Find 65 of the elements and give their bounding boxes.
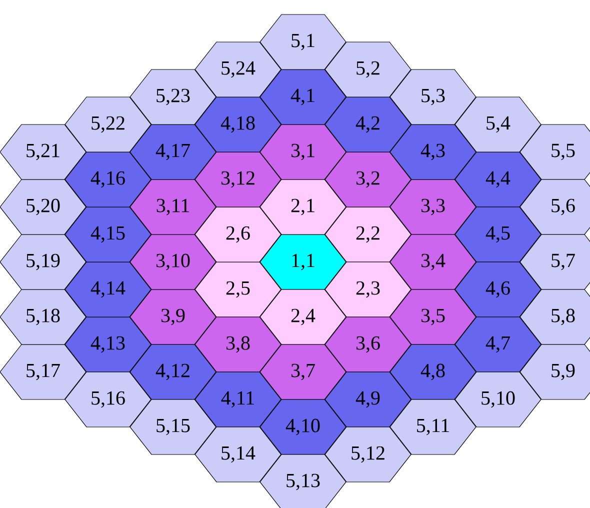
hexagon-cell: 4,10: [260, 399, 346, 455]
hexagon-cell: 3,12: [194, 152, 282, 208]
hexagon-cell: 5,22: [64, 96, 152, 152]
hexagon-cell: 4,2: [324, 96, 412, 152]
hexagon-cell: 5,12: [324, 426, 412, 482]
hexagon-cell: 4,15: [64, 206, 152, 262]
hexagon-cell: 5,23: [130, 69, 216, 125]
hexagon-cell: 5,7: [520, 234, 590, 290]
hexagon-cell: 4,6: [454, 262, 542, 318]
hexagon-cell: 4,4: [454, 152, 542, 208]
hexagon-cell: 5,20: [0, 179, 86, 235]
hexagon-cell: 5,13: [260, 454, 346, 508]
hexagon-cell: 4,17: [130, 124, 216, 180]
node-label: 5,5: [552, 144, 575, 160]
node-label: 5,8: [552, 308, 575, 326]
hexagon-cell: 4,5: [454, 206, 542, 262]
hexagon-cell: 3,5: [390, 289, 476, 345]
hexagon-cell: 3,10: [130, 234, 216, 290]
hexagon-cell: 4,7: [454, 316, 542, 372]
hexagon-cell: 4,9: [324, 372, 412, 428]
hexagon-cell: 5,6: [520, 179, 590, 235]
hexagon-cell: 4,1: [260, 69, 346, 125]
hexagon-cell: 2,6: [194, 206, 282, 262]
hexagon-cell: 5,3: [390, 69, 476, 125]
hexagon-cell: 4,12: [130, 344, 216, 400]
hexagon-cell: 2,5: [194, 262, 282, 318]
hexagon-cell: 4,3: [390, 124, 476, 180]
hexagon-cell: 5,11: [390, 399, 476, 455]
hexagon-cell: 5,15: [130, 399, 216, 455]
hexagon-cell: 5,2: [324, 42, 412, 98]
hexagon-cell: 3,9: [130, 289, 216, 345]
hexagon-cell: 2,1: [260, 179, 346, 235]
hexagon-cell: 3,6: [324, 316, 412, 372]
hexagon-cell: 2,2: [324, 206, 412, 262]
hexagon-cell: 3,4: [390, 234, 476, 290]
hexagon-cell: 5,4: [454, 96, 542, 152]
hexagon-cell: 2,3: [324, 262, 412, 318]
hexagon-cell: 5,16: [64, 372, 152, 428]
hexagon-cell: 4,14: [64, 262, 152, 318]
hexagon-cell: 4,11: [194, 372, 282, 428]
hexagon-cell: 2,4: [260, 289, 346, 345]
hexagon-cell: 3,11: [130, 179, 216, 235]
hexagon-cell: 5,1: [260, 14, 346, 70]
node-label: 5,7: [552, 254, 575, 270]
hexagon-cell: 3,3: [390, 179, 476, 235]
hexagon-cell: 5,24: [194, 42, 282, 98]
hexagon-cell: 5,18: [0, 289, 86, 345]
hexagon-cell: 4,8: [390, 344, 476, 400]
hexagon-cell: 5,10: [454, 372, 542, 428]
hexagon-cell: 5,17: [0, 344, 86, 400]
hexagon-cell: 5,5: [520, 124, 590, 180]
hexagon-cell: 4,13: [64, 316, 152, 372]
hexagon-cell: 5,21: [0, 124, 86, 180]
hexagon-cell: 3,8: [194, 316, 282, 372]
hexagon-cell: 5,8: [520, 289, 590, 345]
node-label: 5,6: [552, 198, 575, 216]
hexagon-cell: 4,18: [194, 96, 282, 152]
hexagon-cell: 5,19: [0, 234, 86, 290]
hexagon-cell: 3,2: [324, 152, 412, 208]
hexagon-cell: 4,16: [64, 152, 152, 208]
hexagon-cell: 5,14: [194, 426, 282, 482]
hexagon-cell: 3,1: [260, 124, 346, 180]
hexagon-cell: 1,1: [260, 234, 346, 290]
hexagon-cell: 3,7: [260, 344, 346, 400]
hexagon-cell: 5,9: [520, 344, 590, 400]
